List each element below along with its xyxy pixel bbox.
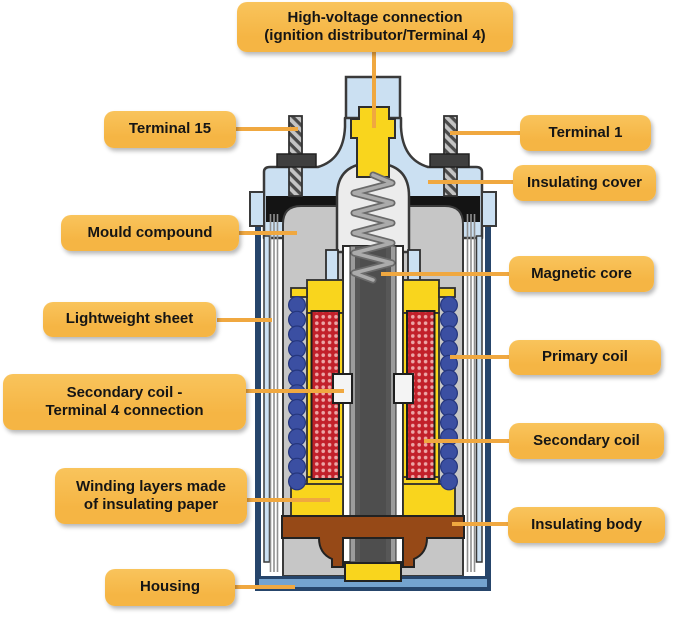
label-magnetic-core: Magnetic core: [509, 256, 654, 292]
cover-skirt-right: [475, 235, 483, 563]
label-high-voltage-line2: (ignition distributor/Terminal 4): [264, 27, 486, 44]
terminal-15-washer: [276, 153, 317, 168]
terminal-1-screw: [429, 115, 470, 197]
insulating-body: [281, 515, 465, 568]
label-mould-compound: Mould compound: [61, 215, 239, 251]
contact-spring: [350, 171, 396, 284]
terminal-15-screw: [276, 115, 317, 197]
bottom-pad: [344, 562, 402, 582]
label-insulating-cover: Insulating cover: [513, 165, 656, 201]
label-secondary-coil: Secondary coil: [509, 423, 664, 459]
cover-skirt-left: [263, 235, 271, 563]
high-voltage-connector: [350, 106, 396, 178]
secondary-terminal4-connection-right: [393, 373, 414, 404]
bobbin-tab-right: [407, 249, 421, 283]
housing-left-wall: [255, 205, 261, 591]
housing-bottom-band: [255, 576, 491, 591]
bobbin-tab-left: [325, 249, 339, 283]
label-insulating-body: Insulating body: [508, 507, 665, 543]
label-high-voltage-connection: High-voltage connection (ignition distri…: [237, 2, 513, 52]
label-high-voltage-line1: High-voltage connection: [287, 8, 463, 26]
primary-coil-left: [288, 296, 307, 491]
terminal-1-washer: [429, 153, 470, 168]
cover-step-left: [249, 191, 265, 227]
label-terminal-15: Terminal 15: [104, 111, 236, 148]
primary-coil-right: [440, 296, 459, 491]
cover-step-right: [481, 191, 497, 227]
label-terminal-1: Terminal 1: [520, 115, 651, 151]
label-housing: Housing: [105, 569, 235, 606]
label-secondary-terminal4: Secondary coil - Terminal 4 connection: [3, 374, 246, 430]
leader-lines: [217, 50, 522, 589]
label-primary-coil: Primary coil: [509, 340, 661, 375]
secondary-terminal4-connection: [332, 373, 353, 404]
housing-right-wall: [485, 205, 491, 591]
label-winding-layers: Winding layers made of insulating paper: [55, 468, 247, 524]
label-lightweight-sheet: Lightweight sheet: [43, 302, 216, 337]
